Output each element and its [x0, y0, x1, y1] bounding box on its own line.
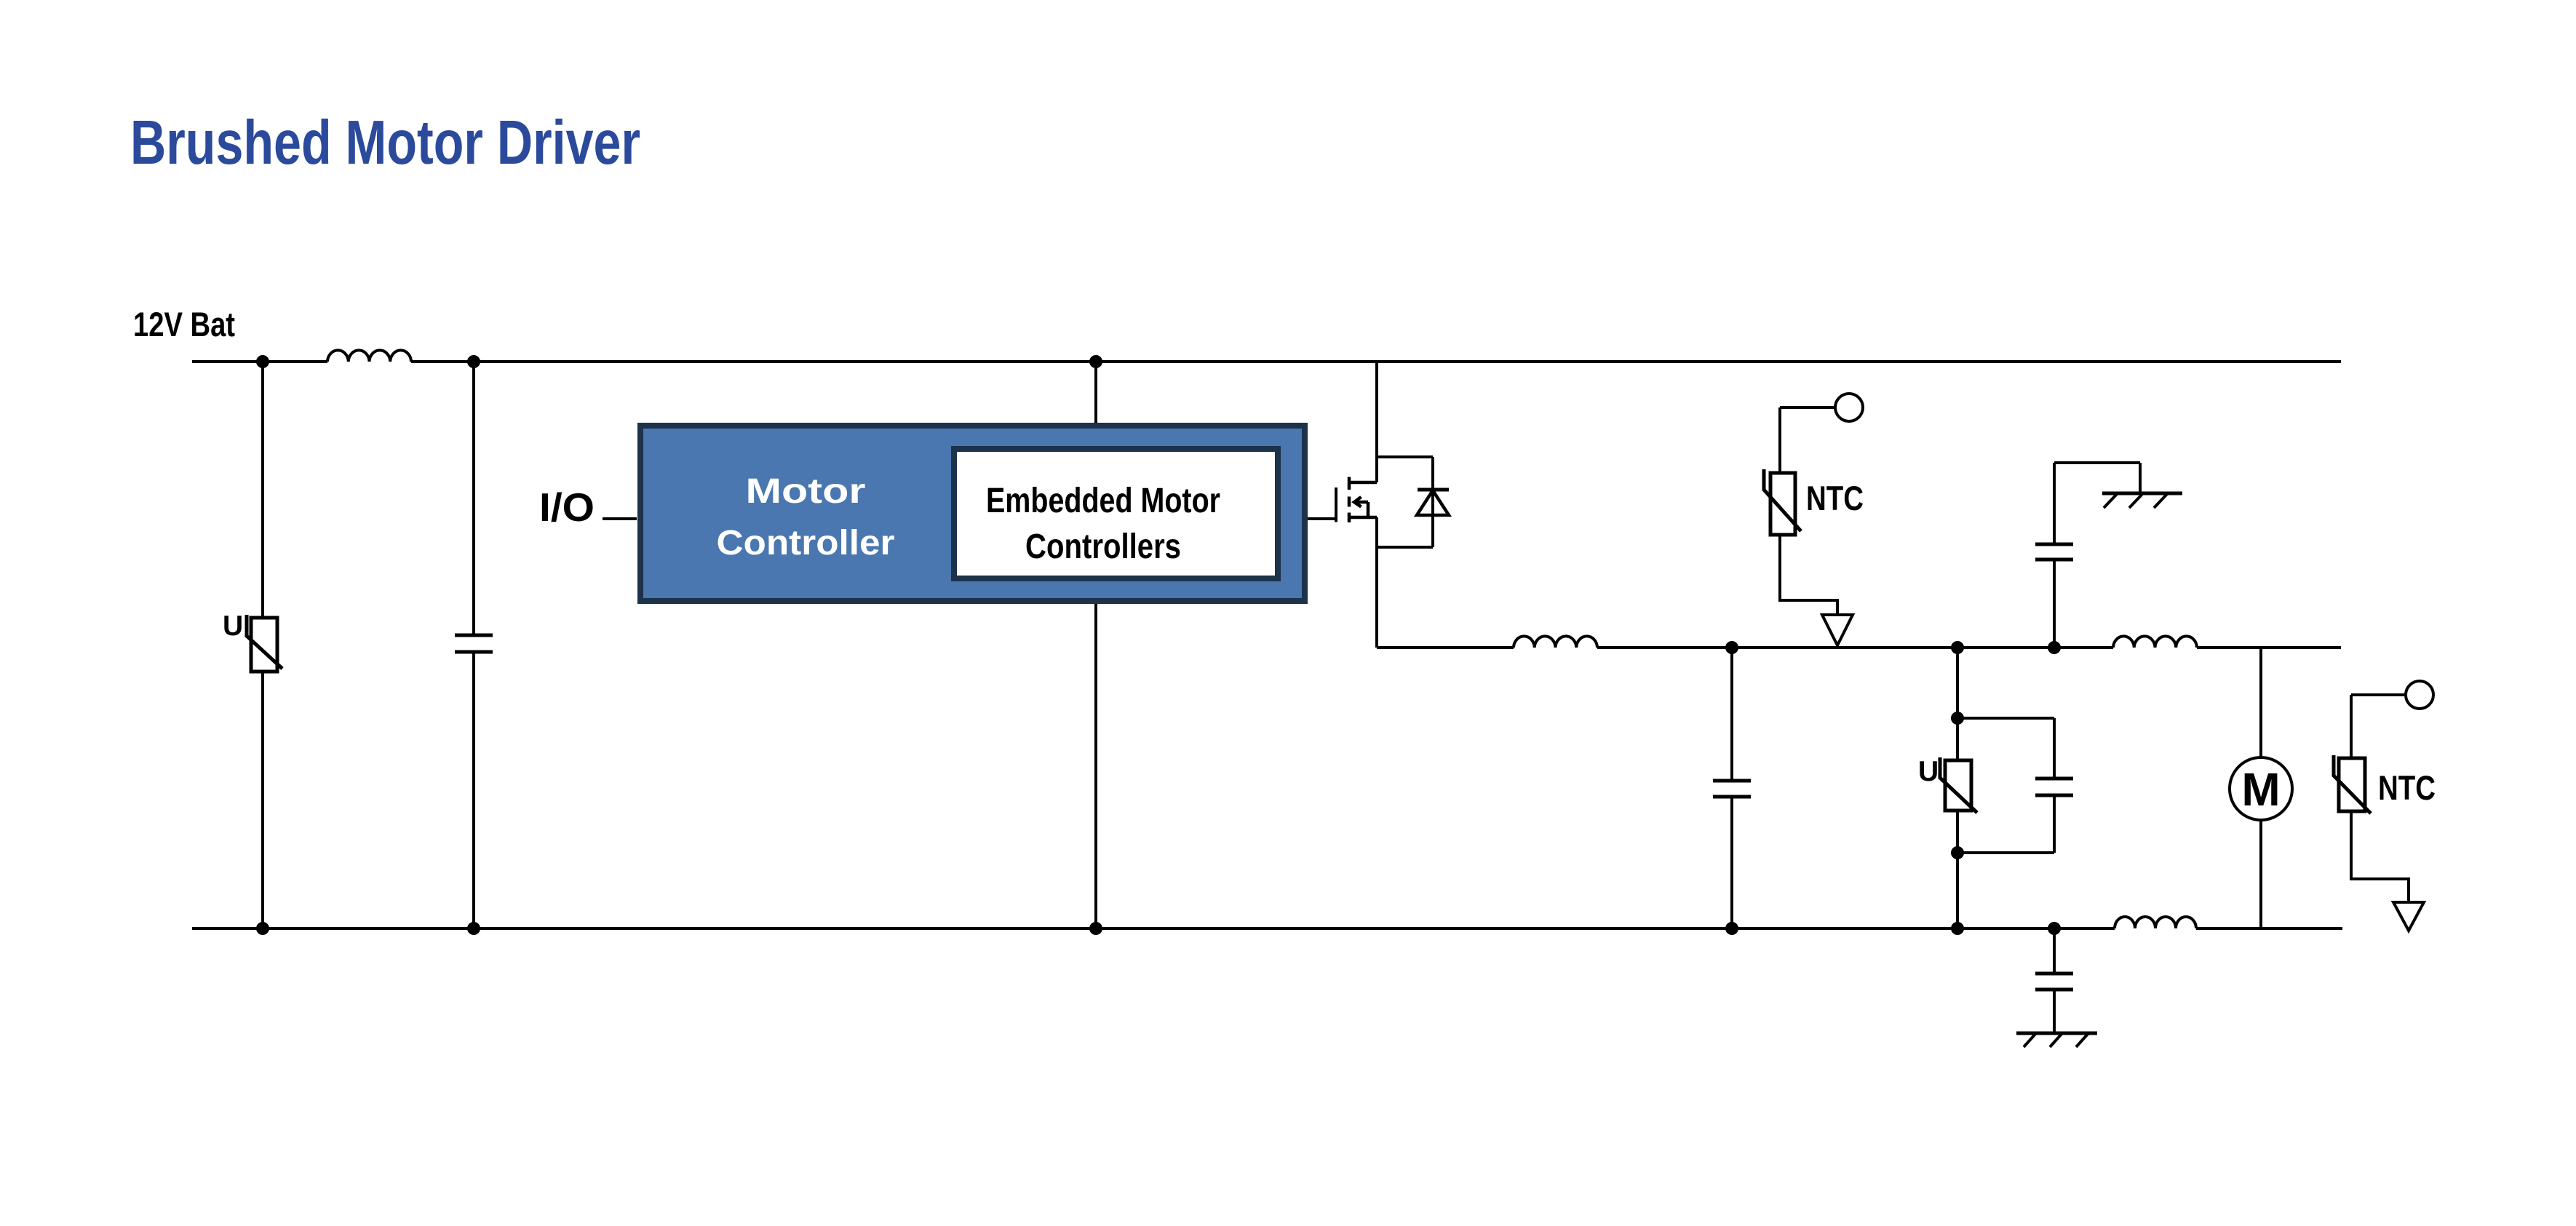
svg-text:Controller: Controller	[717, 524, 895, 562]
svg-text:Controllers: Controllers	[1025, 528, 1181, 566]
svg-text:Embedded Motor: Embedded Motor	[986, 482, 1220, 520]
svg-text:NTC: NTC	[2378, 768, 2436, 807]
svg-text:I/O: I/O	[539, 485, 595, 530]
svg-text:12V Bat: 12V Bat	[133, 305, 235, 343]
svg-text:M: M	[2241, 763, 2280, 816]
svg-text:Motor: Motor	[746, 472, 866, 511]
svg-text:U: U	[1918, 756, 1939, 787]
svg-text:U: U	[223, 610, 243, 642]
svg-text:Brushed Motor Driver: Brushed Motor Driver	[130, 108, 640, 178]
svg-text:NTC: NTC	[1806, 479, 1864, 517]
